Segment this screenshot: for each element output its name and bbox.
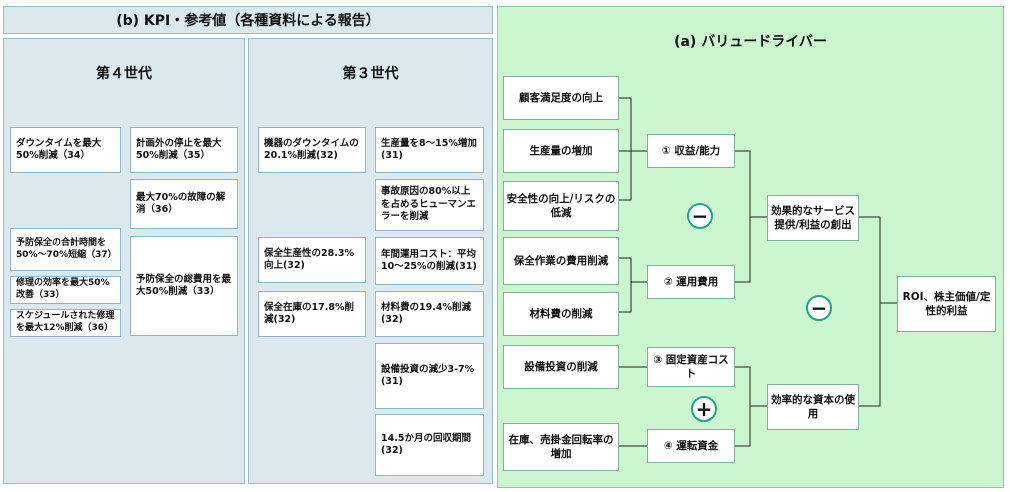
kpi-box: 年間運用コスト：平均10～25%の削減(31) <box>375 237 484 285</box>
gen3-title: 第３世代 <box>342 66 399 82</box>
category-fixed-asset-cost: ③ 固定資産コスト <box>647 347 735 387</box>
kpi-box: 設備投資の減少3-7%(31) <box>375 343 484 409</box>
panel-a-title: (a) バリュードライバー <box>674 34 827 50</box>
panel-b-title: (b) KPI・参考値（各種資料による報告） <box>3 6 493 34</box>
plus-operator: + <box>691 396 717 422</box>
kpi-box: 予防保全の総費用を最大50%削減（33） <box>130 236 238 336</box>
driver-capex-reduction: 設備投資の削減 <box>503 345 619 389</box>
category-operating-cost: ② 運用費用 <box>647 265 735 299</box>
gen4-title: 第４世代 <box>96 66 152 82</box>
kpi-box: 保全生産性の28.3%向上(32) <box>258 237 366 283</box>
kpi-box: 生産量を8～15%増加(31) <box>375 127 484 173</box>
minus-operator: − <box>687 203 713 229</box>
kpi-box: 予防保全の合計時間を50%～70%短縮（37） <box>10 228 121 271</box>
driver-customer-satisfaction: 顧客満足度の向上 <box>503 76 619 120</box>
kpi-box: 14.5か月の回収期間(32) <box>375 414 484 476</box>
category-working-capital: ④ 運転資金 <box>647 429 735 463</box>
kpi-box: 最大70%の故障の解消（36） <box>130 179 238 229</box>
category-revenue-capacity: ① 収益/能力 <box>647 134 735 168</box>
outcome-capital-efficiency: 効率的な資本の使用 <box>767 384 859 430</box>
kpi-box: 事故原因の80%以上を占めるヒューマンエラーを削減 <box>375 179 484 231</box>
kpi-box: 計画外の停止を最大50%削減（35） <box>130 127 238 173</box>
kpi-box: ダウンタイムを最大50%削減（34） <box>10 127 121 173</box>
driver-maintenance-cost: 保全作業の費用削減 <box>503 237 619 285</box>
kpi-box: 保全在庫の17.8%削減(32) <box>258 291 366 337</box>
driver-material-cost: 材料費の削減 <box>503 292 619 336</box>
outcome-service-profit: 効果的なサービス提供/利益の創出 <box>767 195 859 241</box>
minus-operator: − <box>806 295 832 321</box>
driver-inventory-turnover: 在庫、売掛金回転率の増加 <box>503 423 619 471</box>
driver-production-increase: 生産量の増加 <box>503 129 619 173</box>
driver-safety-risk: 安全性の向上/リスクの低減 <box>503 181 619 231</box>
final-roi-shareholder-value: ROI、株主価値/定性的利益 <box>897 276 996 332</box>
kpi-box: 修理の効率を最大50%改善（33） <box>10 276 121 304</box>
kpi-box: 材料費の19.4%削減(32) <box>375 291 484 337</box>
kpi-box: 機器のダウンタイムの20.1%削減(32) <box>258 127 366 173</box>
kpi-box: スケジュールされた修理を最大12%削減（36） <box>10 309 121 337</box>
